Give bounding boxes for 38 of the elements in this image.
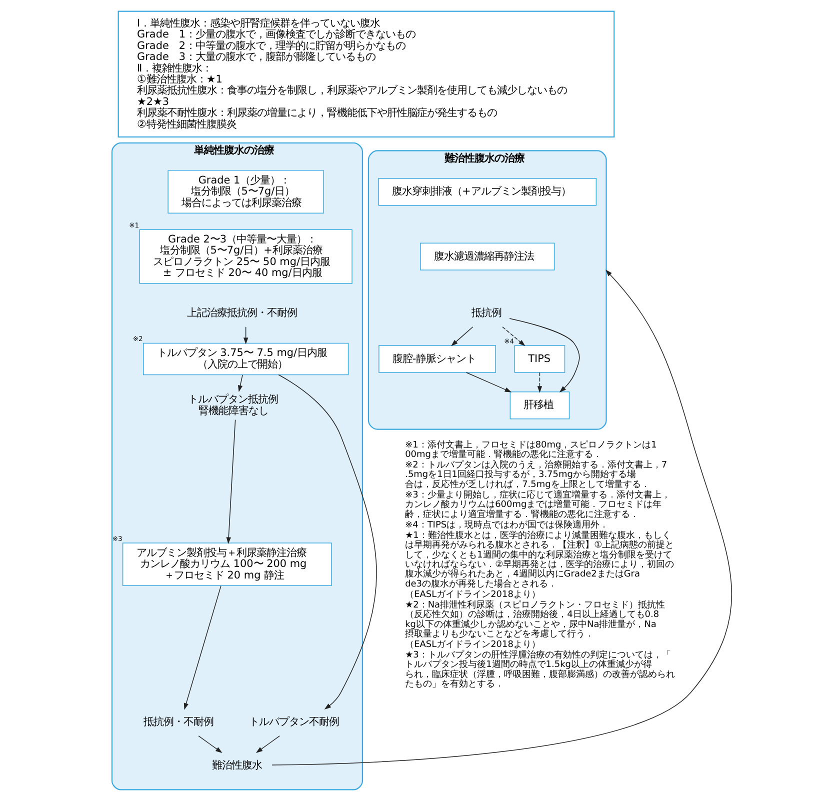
node-box: Grade 2〜3（中等量〜大量）： 塩分制限（5〜7g/日）+利尿薬治療 スピロノラクトン 25〜 50 mg/日内服 ± フロセミド 20〜 40 mg/日内服: [138, 229, 352, 284]
arrow: [450, 326, 473, 346]
node-text: 難治性腹水: [212, 760, 262, 772]
node-text: 上記治療抵抗例・不耐例: [186, 307, 297, 320]
node-text: トルバプタン抵抗例 腎機能障害なし: [187, 394, 278, 417]
node-box: TIPS: [514, 345, 565, 373]
label: ★1：難治性腹水とは，医学的治療により減量困難な腹水，もしくは早期再発がみられる腹水とされる．【注釈】①上記病態の前提として，少なくとも1週間の集中的な利尿薬治療と塩分制限を受けていなければならない．②早期再発とは，医学的治療により，初回の腹水減少が得られたあと，4週間以内にGrade2またはGrade3の腹水が再発した場合とされる．: [404, 530, 674, 590]
arrow: [502, 326, 525, 346]
node-box: 腹水濾過濃縮再静注法: [420, 242, 554, 270]
label: ※4：TIPSは，現時点ではわが国では保険適用外．: [404, 520, 608, 530]
arrow: [226, 419, 236, 544]
label: ※2：トルバプタンは入院のうえ，治療開始する．添付文書上，7.5mgを1日1回経口投与するが，3.75mgから開始する場合は，反応性が乏しければ，7.5mgを上限として増量する．: [404, 460, 667, 490]
node-text: トルバプタン不耐例: [248, 716, 339, 728]
label: ★2：Na排泄性利尿薬（スピロノラクトン・フロセミド）抵抗性（反応性欠如）の診断は，治療開始後，4日以上経過しても0.8kg以下の体重減少しか認めないことや，尿中Na排泄量が，Na摂取量よりも少ないことなどを考慮して行う．: [404, 600, 665, 640]
label: ★3：トルバプタンの肝性浮腫治療の有効性の判定については，「トルバプタン投与後1週間の時点で1.5kg以上の体重減少が得られ，臨床症状（浮腫，呼吸困難，腹部膨満感）の改善が認められたもの」を有効とする．: [404, 650, 675, 690]
node-box: 腹水穿刺排液（+アルブミン製剤投与）: [378, 178, 596, 206]
arrow: [278, 374, 376, 710]
arrow: [255, 736, 280, 753]
node-box: 腹腔-静脈シャント: [378, 345, 496, 373]
arrow: [271, 270, 732, 766]
node-box: トルバプタン 3.75〜 7.5 mg/日内服 （入院の上で開始）: [142, 342, 348, 376]
arrow: [465, 372, 512, 392]
label: （EASLガイドライン2018より）: [404, 640, 540, 650]
node-box: 肝移植: [509, 392, 570, 420]
arrow: [183, 585, 221, 710]
label: （EASLガイドライン2018より）: [404, 590, 540, 600]
node-box: Ⅰ．単純性腹水：感染や肝腎症候群を伴っていない腹水 Grade 1：少量の腹水で，画像検査でしか診断できないもの Grade 2：中等量の腹水で，理学的に貯留が明らかなもの Grade 3：大量の腹水で，腹部が膨隆しているもの Ⅱ．複雑性腹水： ①難治性腹水：★1 利尿薬抵抗性腹水：食事の塩分を制限し，利尿薬やアルブミン製剤を使用しても減少しないもの ★2★3 利尿薬不耐性腹水：利尿薬の増量により，腎機能低下や肝性脳症が発生するもの ②特発性細菌性腹膜炎: [117, 10, 614, 138]
arrow: [198, 736, 222, 753]
node-box: Grade 1（少量）： 塩分制限（5〜7g/日） 場合によっては利尿薬治療: [167, 170, 324, 214]
arrow: [237, 374, 242, 392]
arrow: [508, 318, 580, 392]
arrow: [536, 372, 542, 393]
node-text: 抵抗例: [470, 307, 501, 320]
node-box: アルブミン製剤投与＋利尿薬静注治療 カンレノ酸カリウム 100〜 200 mg ＋フロセミド 20 mg 静注: [122, 542, 332, 586]
arrow: [242, 326, 248, 344]
label: ※3：少量より開始し，症状に応じて適宜増量する．添付文書上，カンレノ酸カリウムは600mgまでは増量可能．フロセミドは年齢，症状により適宜増量する．腎機能の悪化に注意する．: [404, 490, 670, 520]
node-text: 抵抗例・不耐例: [142, 716, 213, 728]
label: ※1：添付文書上，フロセミドは80mg，スピロノラクトンは100mgまで増量可能．腎機能の悪化に注意する．: [404, 440, 656, 460]
